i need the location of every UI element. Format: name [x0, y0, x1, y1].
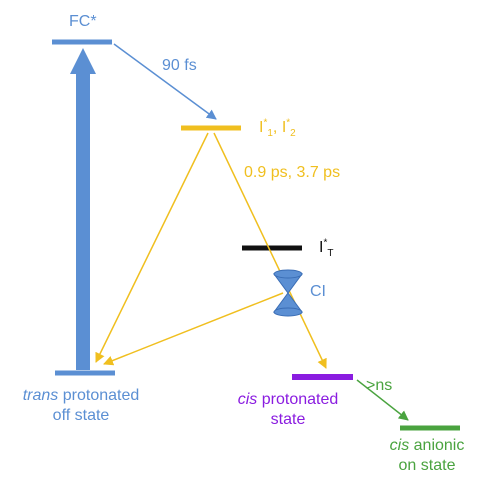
- fc-to-i-arrow: [113, 43, 217, 120]
- fc-to-i-time-label: 90 fs: [162, 57, 197, 74]
- i-to-trans-arrow: [95, 132, 209, 363]
- ci-label: CI: [310, 283, 326, 300]
- it-label: I*T: [319, 237, 334, 260]
- cis-protonated-state-label: cis protonated state: [237, 391, 339, 428]
- fc-label: FC*: [69, 13, 97, 30]
- trans-state-label: trans protonated off state: [22, 387, 140, 424]
- i-to-cis-arrow: [213, 132, 327, 369]
- cis-to-anionic-arrow: [356, 379, 409, 421]
- i12-label: I*1, I*2: [259, 117, 296, 140]
- conical-intersection-icon: [273, 269, 303, 317]
- ci-to-trans-arrow: [103, 292, 284, 366]
- i-decay-time-label: 0.9 ps, 3.7 ps: [244, 164, 341, 181]
- excitation-arrowhead: [70, 48, 96, 74]
- to-anionic-time-label: >ns: [366, 377, 393, 394]
- excitation-arrow-shaft: [76, 72, 90, 370]
- cis-anionic-state-label: cis anionic on state: [389, 437, 465, 474]
